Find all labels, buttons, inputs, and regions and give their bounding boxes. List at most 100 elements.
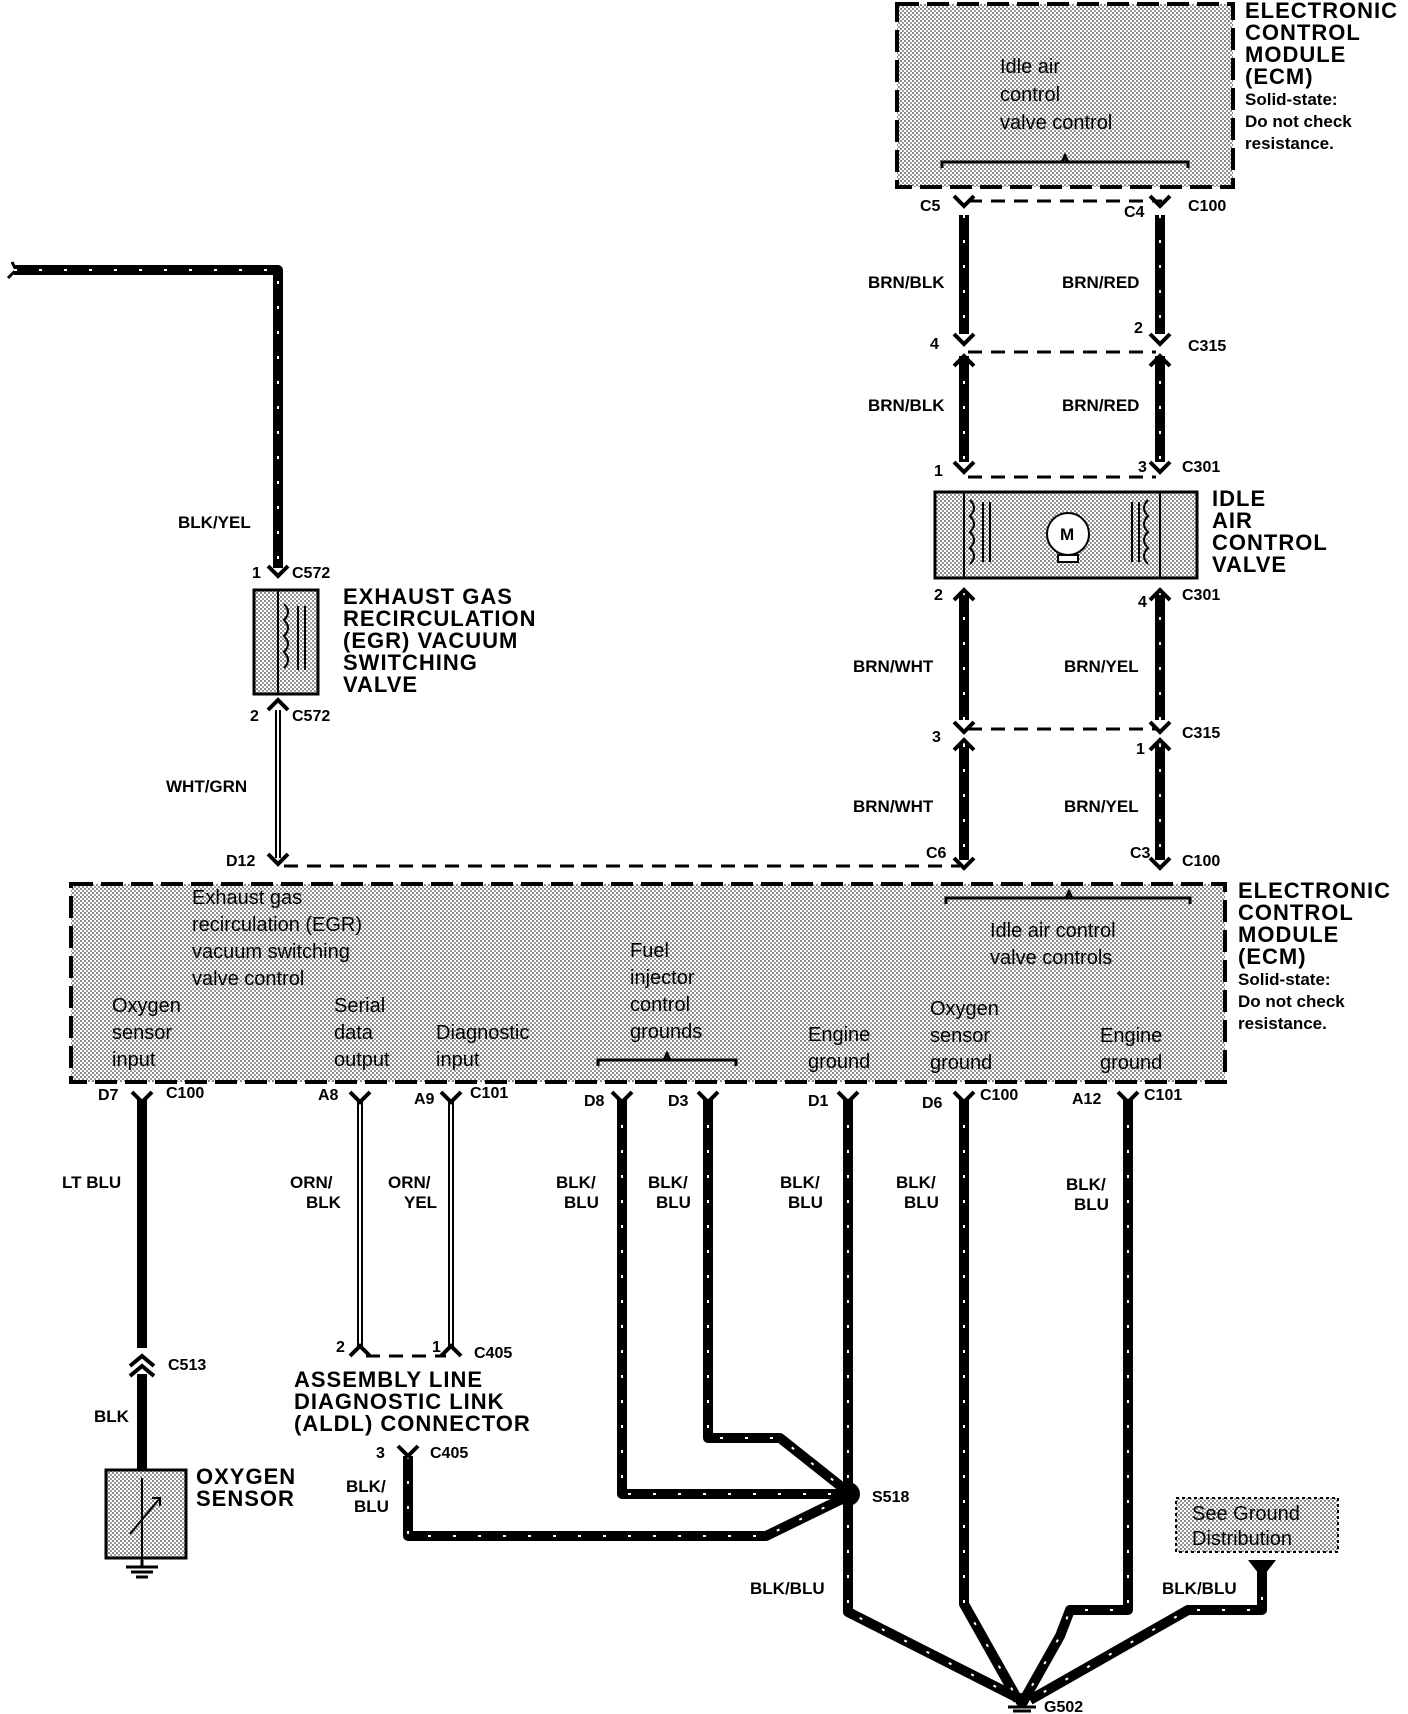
- svg-text:C101: C101: [470, 1085, 508, 1102]
- svg-text:A8: A8: [318, 1087, 339, 1104]
- ecm-top-inner-1: Idle air: [1000, 56, 1060, 78]
- svg-text:data: data: [334, 1022, 374, 1044]
- svg-text:BLU: BLU: [904, 1193, 939, 1212]
- svg-text:C100: C100: [1182, 853, 1220, 870]
- svg-text:ASSEMBLY LINE: ASSEMBLY LINE: [294, 1367, 483, 1392]
- svg-text:Solid-state:: Solid-state:: [1245, 90, 1338, 109]
- svg-text:BRN/YEL: BRN/YEL: [1064, 797, 1139, 816]
- iac-valve-label: IDLE AIR CONTROL VALVE: [1212, 486, 1328, 577]
- svg-text:input: input: [112, 1049, 156, 1071]
- svg-text:VALVE: VALVE: [1212, 552, 1287, 577]
- svg-text:1: 1: [934, 463, 943, 480]
- svg-text:3: 3: [1138, 459, 1147, 476]
- svg-text:CONTROL: CONTROL: [1212, 530, 1328, 555]
- svg-text:See Ground: See Ground: [1192, 1503, 1300, 1525]
- svg-text:BLK/BLU: BLK/BLU: [750, 1579, 825, 1598]
- svg-text:AIR: AIR: [1212, 508, 1253, 533]
- svg-text:1: 1: [1136, 741, 1145, 758]
- svg-text:ELECTRONIC: ELECTRONIC: [1245, 0, 1398, 23]
- svg-text:(ECM): (ECM): [1238, 944, 1307, 969]
- svg-text:Do not check: Do not check: [1245, 112, 1352, 131]
- svg-text:C101: C101: [1144, 1087, 1182, 1104]
- svg-text:2: 2: [250, 708, 259, 725]
- svg-text:ground: ground: [1100, 1052, 1162, 1074]
- svg-text:(EGR) VACUUM: (EGR) VACUUM: [343, 628, 518, 653]
- svg-text:1: 1: [252, 565, 261, 582]
- ecm-top: Idle air control valve control: [895, 2, 1235, 189]
- svg-text:BRN/WHT: BRN/WHT: [853, 657, 934, 676]
- svg-text:Serial: Serial: [334, 995, 385, 1017]
- svg-text:DIAGNOSTIC LINK: DIAGNOSTIC LINK: [294, 1389, 505, 1414]
- ecm-bottom: Exhaust gas recirculation (EGR) vacuum s…: [69, 882, 1227, 1084]
- svg-text:Engine: Engine: [808, 1024, 870, 1046]
- svg-text:Diagnostic: Diagnostic: [436, 1022, 529, 1044]
- svg-text:BRN/YEL: BRN/YEL: [1064, 657, 1139, 676]
- ecm-top-label: ELECTRONIC CONTROL MODULE (ECM) Solid-st…: [1245, 0, 1398, 153]
- svg-text:D3: D3: [668, 1093, 689, 1110]
- svg-text:BLK/: BLK/: [1066, 1175, 1106, 1194]
- svg-text:C513: C513: [168, 1357, 206, 1374]
- svg-text:grounds: grounds: [630, 1021, 702, 1043]
- motor-symbol: M: [1060, 525, 1074, 544]
- svg-text:4: 4: [930, 336, 939, 353]
- svg-text:C405: C405: [430, 1445, 468, 1462]
- svg-text:A12: A12: [1072, 1091, 1101, 1108]
- svg-text:4: 4: [1138, 594, 1147, 611]
- svg-text:BLK/BLU: BLK/BLU: [1162, 1579, 1237, 1598]
- svg-text:C5: C5: [920, 198, 941, 215]
- svg-text:BRN/RED: BRN/RED: [1062, 396, 1139, 415]
- ecm-top-inner-2: control: [1000, 84, 1060, 106]
- svg-text:Solid-state:: Solid-state:: [1238, 970, 1331, 989]
- svg-text:D12: D12: [226, 853, 255, 870]
- lower-wires: [128, 1090, 1276, 1713]
- ecm-top-inner-3: valve control: [1000, 112, 1112, 134]
- svg-text:BLK/: BLK/: [556, 1173, 596, 1192]
- svg-text:Exhaust gas: Exhaust gas: [192, 887, 302, 909]
- svg-text:Oxygen: Oxygen: [930, 998, 999, 1020]
- svg-text:valve controls: valve controls: [990, 947, 1112, 969]
- svg-text:RECIRCULATION: RECIRCULATION: [343, 606, 536, 631]
- svg-text:C100: C100: [166, 1085, 204, 1102]
- svg-text:BLU: BLU: [564, 1193, 599, 1212]
- svg-text:LT BLU: LT BLU: [62, 1173, 121, 1192]
- svg-text:S518: S518: [872, 1489, 909, 1506]
- svg-text:SENSOR: SENSOR: [196, 1486, 295, 1511]
- svg-text:BLK: BLK: [306, 1193, 342, 1212]
- svg-text:injector: injector: [630, 967, 695, 989]
- svg-text:ground: ground: [808, 1051, 870, 1073]
- svg-text:ORN/: ORN/: [388, 1173, 431, 1192]
- svg-text:BLK/: BLK/: [346, 1477, 386, 1496]
- svg-text:SWITCHING: SWITCHING: [343, 650, 478, 675]
- svg-text:C572: C572: [292, 565, 330, 582]
- svg-text:output: output: [334, 1049, 390, 1071]
- egr-labels: BLK/YEL 1 C572 2 C572 WHT/GRN D12 EXHAUS…: [166, 513, 536, 870]
- svg-text:recirculation (EGR): recirculation (EGR): [192, 914, 362, 936]
- svg-text:D1: D1: [808, 1093, 829, 1110]
- svg-text:BLK/: BLK/: [780, 1173, 820, 1192]
- svg-text:BLK/: BLK/: [896, 1173, 936, 1192]
- svg-text:1: 1: [432, 1339, 441, 1356]
- svg-text:control: control: [630, 994, 690, 1016]
- svg-text:(ALDL) CONNECTOR: (ALDL) CONNECTOR: [294, 1411, 531, 1436]
- svg-text:2: 2: [934, 587, 943, 604]
- svg-text:Idle air control: Idle air control: [990, 920, 1116, 942]
- svg-text:MODULE: MODULE: [1245, 42, 1346, 67]
- svg-text:C100: C100: [1188, 198, 1226, 215]
- svg-text:C100: C100: [980, 1087, 1018, 1104]
- ecm-bottom-label: ELECTRONIC CONTROL MODULE (ECM) Solid-st…: [1238, 878, 1391, 1033]
- svg-text:VALVE: VALVE: [343, 672, 418, 697]
- svg-text:WHT/GRN: WHT/GRN: [166, 777, 247, 796]
- svg-text:ELECTRONIC: ELECTRONIC: [1238, 878, 1391, 903]
- svg-text:valve control: valve control: [192, 968, 304, 990]
- svg-text:G502: G502: [1044, 1699, 1083, 1714]
- svg-text:BLU: BLU: [656, 1193, 691, 1212]
- svg-text:BLK/YEL: BLK/YEL: [178, 513, 251, 532]
- svg-text:MODULE: MODULE: [1238, 922, 1339, 947]
- svg-text:C315: C315: [1188, 338, 1226, 355]
- svg-text:BRN/WHT: BRN/WHT: [853, 797, 934, 816]
- svg-text:ground: ground: [930, 1052, 992, 1074]
- svg-text:(ECM): (ECM): [1245, 64, 1314, 89]
- splice-s518: [836, 1482, 860, 1506]
- svg-text:3: 3: [376, 1445, 385, 1462]
